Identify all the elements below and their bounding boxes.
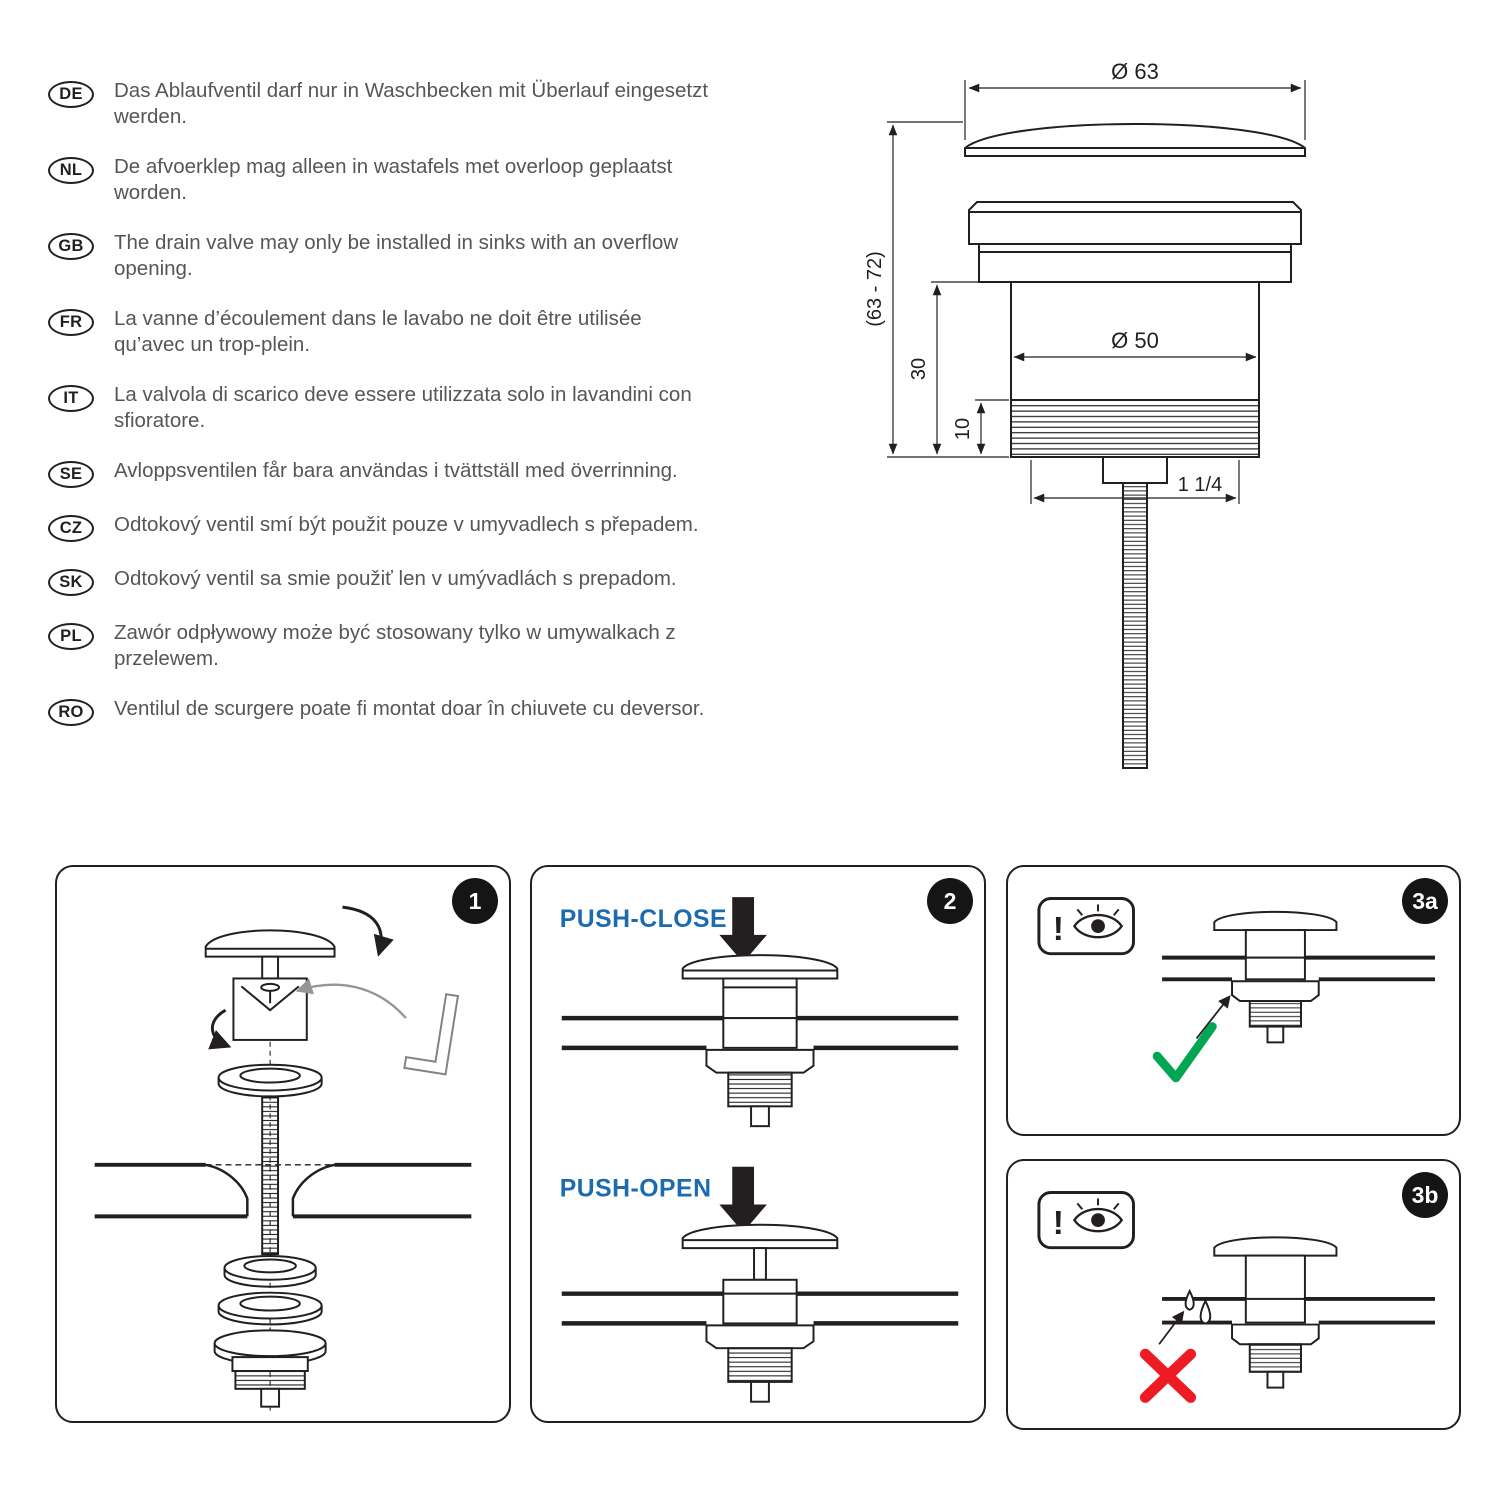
language-note-row: GB The drain valve may only be installed… (48, 230, 713, 282)
language-note-row: IT La valvola di scarico deve essere uti… (48, 382, 713, 434)
language-code-badge: FR (48, 309, 94, 337)
sink-cross-section (94, 1162, 472, 1219)
language-note-row: PL Zawór odpływowy może być stosowany ty… (48, 620, 713, 672)
valve-body (1010, 281, 1260, 458)
push-arrow-icon (719, 1166, 767, 1233)
dimension-thread-height (975, 399, 1009, 455)
cross-icon (1139, 1348, 1197, 1403)
panel-step-1: 1 (55, 865, 511, 1423)
language-note-row: SK Odtokový ventil sa smie použiť len v … (48, 566, 713, 597)
step-number-badge: 2 (927, 878, 973, 924)
language-note-text: The drain valve may only be installed in… (114, 231, 679, 281)
valve-installed (1162, 1236, 1435, 1389)
language-note-text: Avloppsventilen får bara användas i tvät… (114, 459, 678, 483)
technical-drawing: Ø 63 (63 - 72) 30 10 (864, 59, 1306, 769)
valve-rod (1102, 456, 1168, 769)
language-note-text: La valvola di scarico deve essere utiliz… (114, 383, 692, 433)
language-code-badge: DE (48, 81, 94, 108)
dimension-thread-size (1030, 460, 1240, 504)
rotation-arrow-icon (342, 905, 394, 957)
language-note-text: De afvoerklep mag alleen in wastafels me… (114, 155, 673, 205)
language-code-badge: NL (48, 157, 94, 185)
pointer-arrow-icon (1195, 995, 1231, 1039)
panel-step-3b: 3b ! (1006, 1159, 1461, 1430)
valve-open (561, 1223, 959, 1403)
language-note-row: FR La vanne d’écoulement dans le lavabo … (48, 306, 713, 358)
language-notes: DE Das Ablaufventil darf nur in Waschbec… (48, 78, 713, 727)
rotation-arrow-icon (208, 1008, 232, 1050)
dim-thread-height-label: 10 (952, 418, 974, 440)
language-code-badge: IT (48, 385, 94, 413)
valve-collar (968, 201, 1302, 283)
language-code-badge: RO (48, 699, 94, 727)
language-note-row: RO Ventilul de scurgere poate fi montat … (48, 696, 713, 727)
cap-part (204, 929, 336, 958)
dim-body-diameter-label: Ø 50 (1111, 328, 1159, 353)
valve-cap (964, 123, 1306, 157)
language-code-badge: PL (48, 623, 94, 651)
visual-check-ok-drawing: ! (1037, 897, 1435, 1083)
dim-thread-size-label: 1 1/4 (1178, 474, 1222, 496)
language-note-text: Zawór odpływowy może być stosowany tylko… (114, 621, 676, 671)
valve-closed (561, 954, 959, 1128)
step-number-badge: 3b (1402, 1172, 1448, 1218)
language-note-row: SE Avloppsventilen får bara användas i t… (48, 458, 713, 489)
washer-part (217, 1063, 323, 1098)
language-note-row: NL De afvoerklep mag alleen in wastafels… (48, 154, 713, 206)
language-code-badge: GB (48, 233, 94, 261)
language-code-badge: CZ (48, 515, 94, 543)
push-open-label: PUSH-OPEN (560, 1176, 712, 1203)
dim-cap-diameter-label: Ø 63 (1111, 59, 1159, 84)
language-note-row: DE Das Ablaufventil darf nur in Waschbec… (48, 78, 713, 130)
warning-exclamation: ! (1053, 911, 1064, 948)
language-code-badge: SK (48, 569, 94, 597)
language-note-text: Odtokový ventil sa smie použiť len v umý… (114, 567, 677, 591)
water-drops-icon (1184, 1288, 1212, 1325)
language-note-row: CZ Odtokový ventil smí být použit pouze … (48, 512, 713, 543)
threaded-rod-part (261, 1096, 280, 1256)
step-number-badge: 3a (1402, 878, 1448, 924)
language-note-text: Ventilul de scurgere poate fi montat doa… (114, 697, 705, 721)
valve-installed (1162, 910, 1435, 1044)
screw-icon (260, 982, 281, 992)
panel-step-2: 2 PUSH-CLOSE (530, 865, 986, 1423)
panel-step-3a: 3a ! (1006, 865, 1461, 1136)
step-number-badge: 1 (452, 878, 498, 924)
upper-body-part (232, 955, 308, 1041)
attention-eye-icon (1037, 1191, 1135, 1250)
dim-height-range-label: (63 - 72) (864, 251, 886, 327)
attention-eye-icon (1037, 897, 1135, 956)
visual-check-leak-drawing: ! (1037, 1191, 1435, 1403)
language-note-text: La vanne d’écoulement dans le lavabo ne … (114, 307, 642, 357)
language-note-text: Das Ablaufventil darf nur in Waschbecken… (114, 79, 709, 129)
dimension-height-range (887, 121, 1009, 458)
dim-body-height-label: 30 (908, 358, 930, 380)
warning-exclamation: ! (1053, 1205, 1064, 1242)
push-open-close-drawing: PUSH-CLOSE P (560, 897, 959, 1403)
language-note-text: Odtokový ventil smí být použit pouze v u… (114, 513, 699, 537)
language-code-badge: SE (48, 461, 94, 489)
dimension-cap-diameter (964, 80, 1306, 140)
insert-arrow-icon (295, 978, 407, 1019)
push-arrow-icon (719, 897, 767, 963)
assembly-exploded-drawing (94, 905, 472, 1411)
check-icon (1152, 1022, 1217, 1083)
hex-key-icon (403, 993, 460, 1076)
dimension-body-height (931, 281, 1009, 455)
nut-part (223, 1255, 317, 1288)
washer-part (217, 1291, 323, 1326)
push-close-label: PUSH-CLOSE (560, 906, 727, 933)
pointer-arrow-icon (1158, 1310, 1185, 1345)
lower-body-part (213, 1329, 327, 1408)
